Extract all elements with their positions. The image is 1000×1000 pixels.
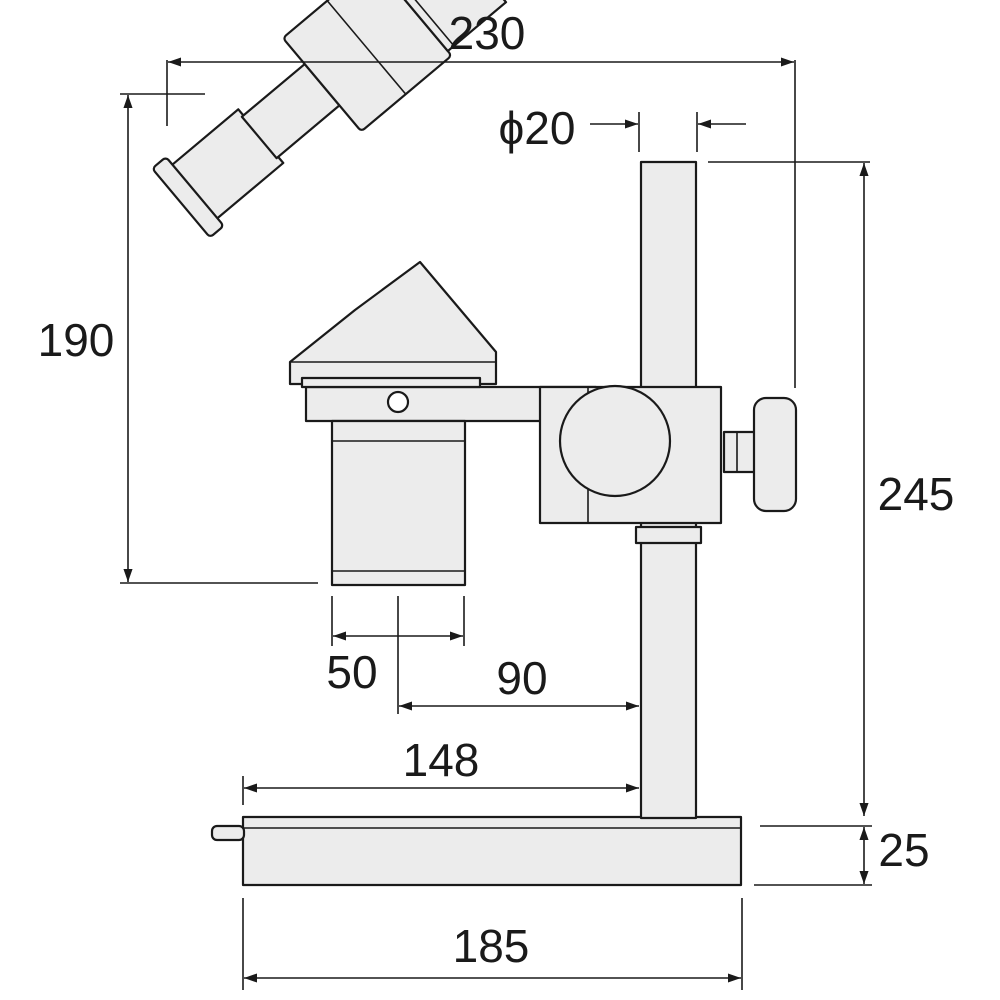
base-lock-screw bbox=[210, 824, 246, 842]
dim-label-pillar-offset: 90 bbox=[496, 652, 547, 704]
base bbox=[210, 815, 743, 887]
dim-working-reach: 148 bbox=[242, 734, 639, 805]
dim-total-height: 245 bbox=[708, 161, 955, 816]
eyepiece-tube bbox=[152, 0, 508, 237]
dim-label-head-height: 190 bbox=[38, 314, 115, 366]
dim-base-thickness: 25 bbox=[754, 824, 930, 886]
dim-pillar-offset: 90 bbox=[399, 652, 639, 711]
dim-label-overall-width: 230 bbox=[449, 7, 526, 59]
dim-objective: 50 bbox=[326, 596, 465, 714]
head-mount bbox=[288, 260, 498, 389]
arm-screw bbox=[386, 390, 410, 414]
pillar-clamp bbox=[538, 384, 723, 525]
dim-label-base-width: 185 bbox=[453, 920, 530, 972]
dim-label-objective: 50 bbox=[326, 646, 377, 698]
dim-pillar-diameter: ϕ20 bbox=[499, 102, 746, 154]
microscope bbox=[152, 0, 798, 887]
dimension-lines: 230 ϕ20 190 245 bbox=[38, 7, 955, 990]
objective-housing bbox=[330, 419, 467, 587]
dim-label-pillar-diameter: ϕ20 bbox=[499, 102, 576, 154]
focus-knob bbox=[558, 384, 672, 498]
dim-label-base-thickness: 25 bbox=[878, 824, 929, 876]
clamp-knob bbox=[722, 396, 798, 513]
dim-base-width: 185 bbox=[242, 898, 743, 990]
dim-label-total-height: 245 bbox=[878, 468, 955, 520]
dim-label-working-reach: 148 bbox=[403, 734, 480, 786]
dim-overall-width: 230 bbox=[166, 7, 796, 388]
dim-head-height: 190 bbox=[38, 93, 318, 584]
